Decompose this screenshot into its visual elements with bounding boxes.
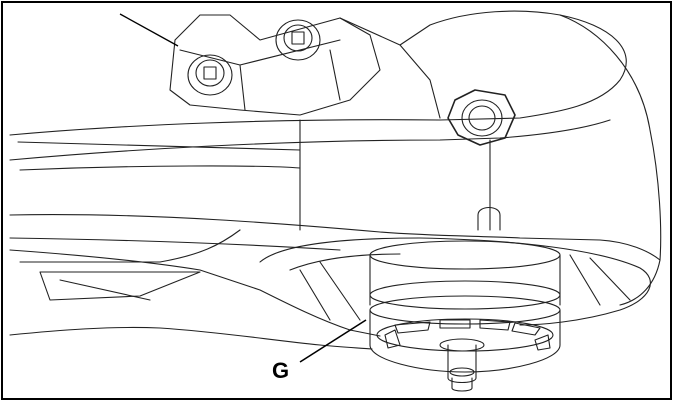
arm-under-edge (9, 237, 341, 251)
top-notch (477, 206, 501, 231)
arm-upper-contour (9, 10, 627, 136)
ring-slots (384, 319, 551, 351)
hex-nut (447, 89, 516, 146)
hub-rim-side (369, 309, 561, 346)
bearing-housing-inner (289, 253, 401, 271)
hub-band (369, 280, 561, 310)
lower-flange (9, 249, 381, 337)
bolt-torx-left (203, 66, 217, 80)
arm-side-ridge (17, 119, 491, 231)
upper-bracket (169, 14, 381, 116)
spindle-shaft (447, 344, 477, 384)
arm-lower-edge (9, 214, 661, 261)
hex-nut-inner (468, 105, 496, 131)
callout-label-g: G (272, 358, 290, 383)
bearing-housing-outer (259, 237, 651, 326)
spindle-tip (449, 367, 475, 377)
bolt-head-right (275, 19, 321, 61)
leader-line-g (299, 319, 367, 363)
slotted-ring-lower (369, 344, 561, 373)
bolt-head-right-inner (283, 24, 313, 52)
hex-nut-bore (461, 99, 503, 137)
upper-bracket-side (339, 17, 441, 119)
leader-line-top (119, 13, 179, 47)
spindle-collar (439, 338, 485, 352)
bearing-housing-spokes (299, 254, 631, 321)
lower-flange-bottom (9, 326, 373, 350)
lower-flange-rib (19, 261, 161, 301)
bolt-head-left-inner (195, 59, 225, 87)
arm-web-lines (19, 165, 301, 263)
bolt-head-left (187, 54, 233, 96)
lower-flange-inner (39, 271, 201, 301)
spindle-end (451, 377, 473, 392)
bolt-torx-right (291, 31, 305, 45)
arm-top-face (9, 119, 611, 161)
